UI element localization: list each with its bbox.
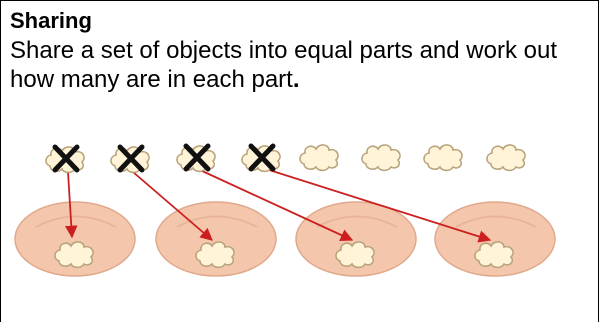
plate-cookie-3 xyxy=(335,241,375,269)
card-title: Sharing xyxy=(10,8,92,33)
description-period: . xyxy=(292,66,300,93)
cross-mark-3 xyxy=(183,143,211,172)
cookie-6 xyxy=(361,144,401,172)
share-arrow-4 xyxy=(265,168,492,243)
share-arrow-3 xyxy=(199,169,354,241)
plate-cookie-1 xyxy=(54,241,94,269)
plate-1 xyxy=(14,201,136,277)
description-text: Share a set of objects into equal parts … xyxy=(10,37,557,93)
card-description: Share a set of objects into equal parts … xyxy=(10,36,590,94)
share-arrow-2 xyxy=(132,171,213,241)
plate-2 xyxy=(155,201,277,277)
plate-4 xyxy=(434,201,556,277)
cookie-5 xyxy=(299,144,339,172)
cookie-8 xyxy=(486,144,526,172)
share-arrow-1 xyxy=(65,171,78,239)
cross-mark-4 xyxy=(248,143,276,172)
cross-mark-2 xyxy=(117,144,145,173)
cookie-7 xyxy=(423,144,463,172)
plate-3 xyxy=(295,201,417,277)
cross-mark-1 xyxy=(52,144,80,173)
plate-cookie-4 xyxy=(474,241,514,269)
plate-cookie-2 xyxy=(195,241,235,269)
